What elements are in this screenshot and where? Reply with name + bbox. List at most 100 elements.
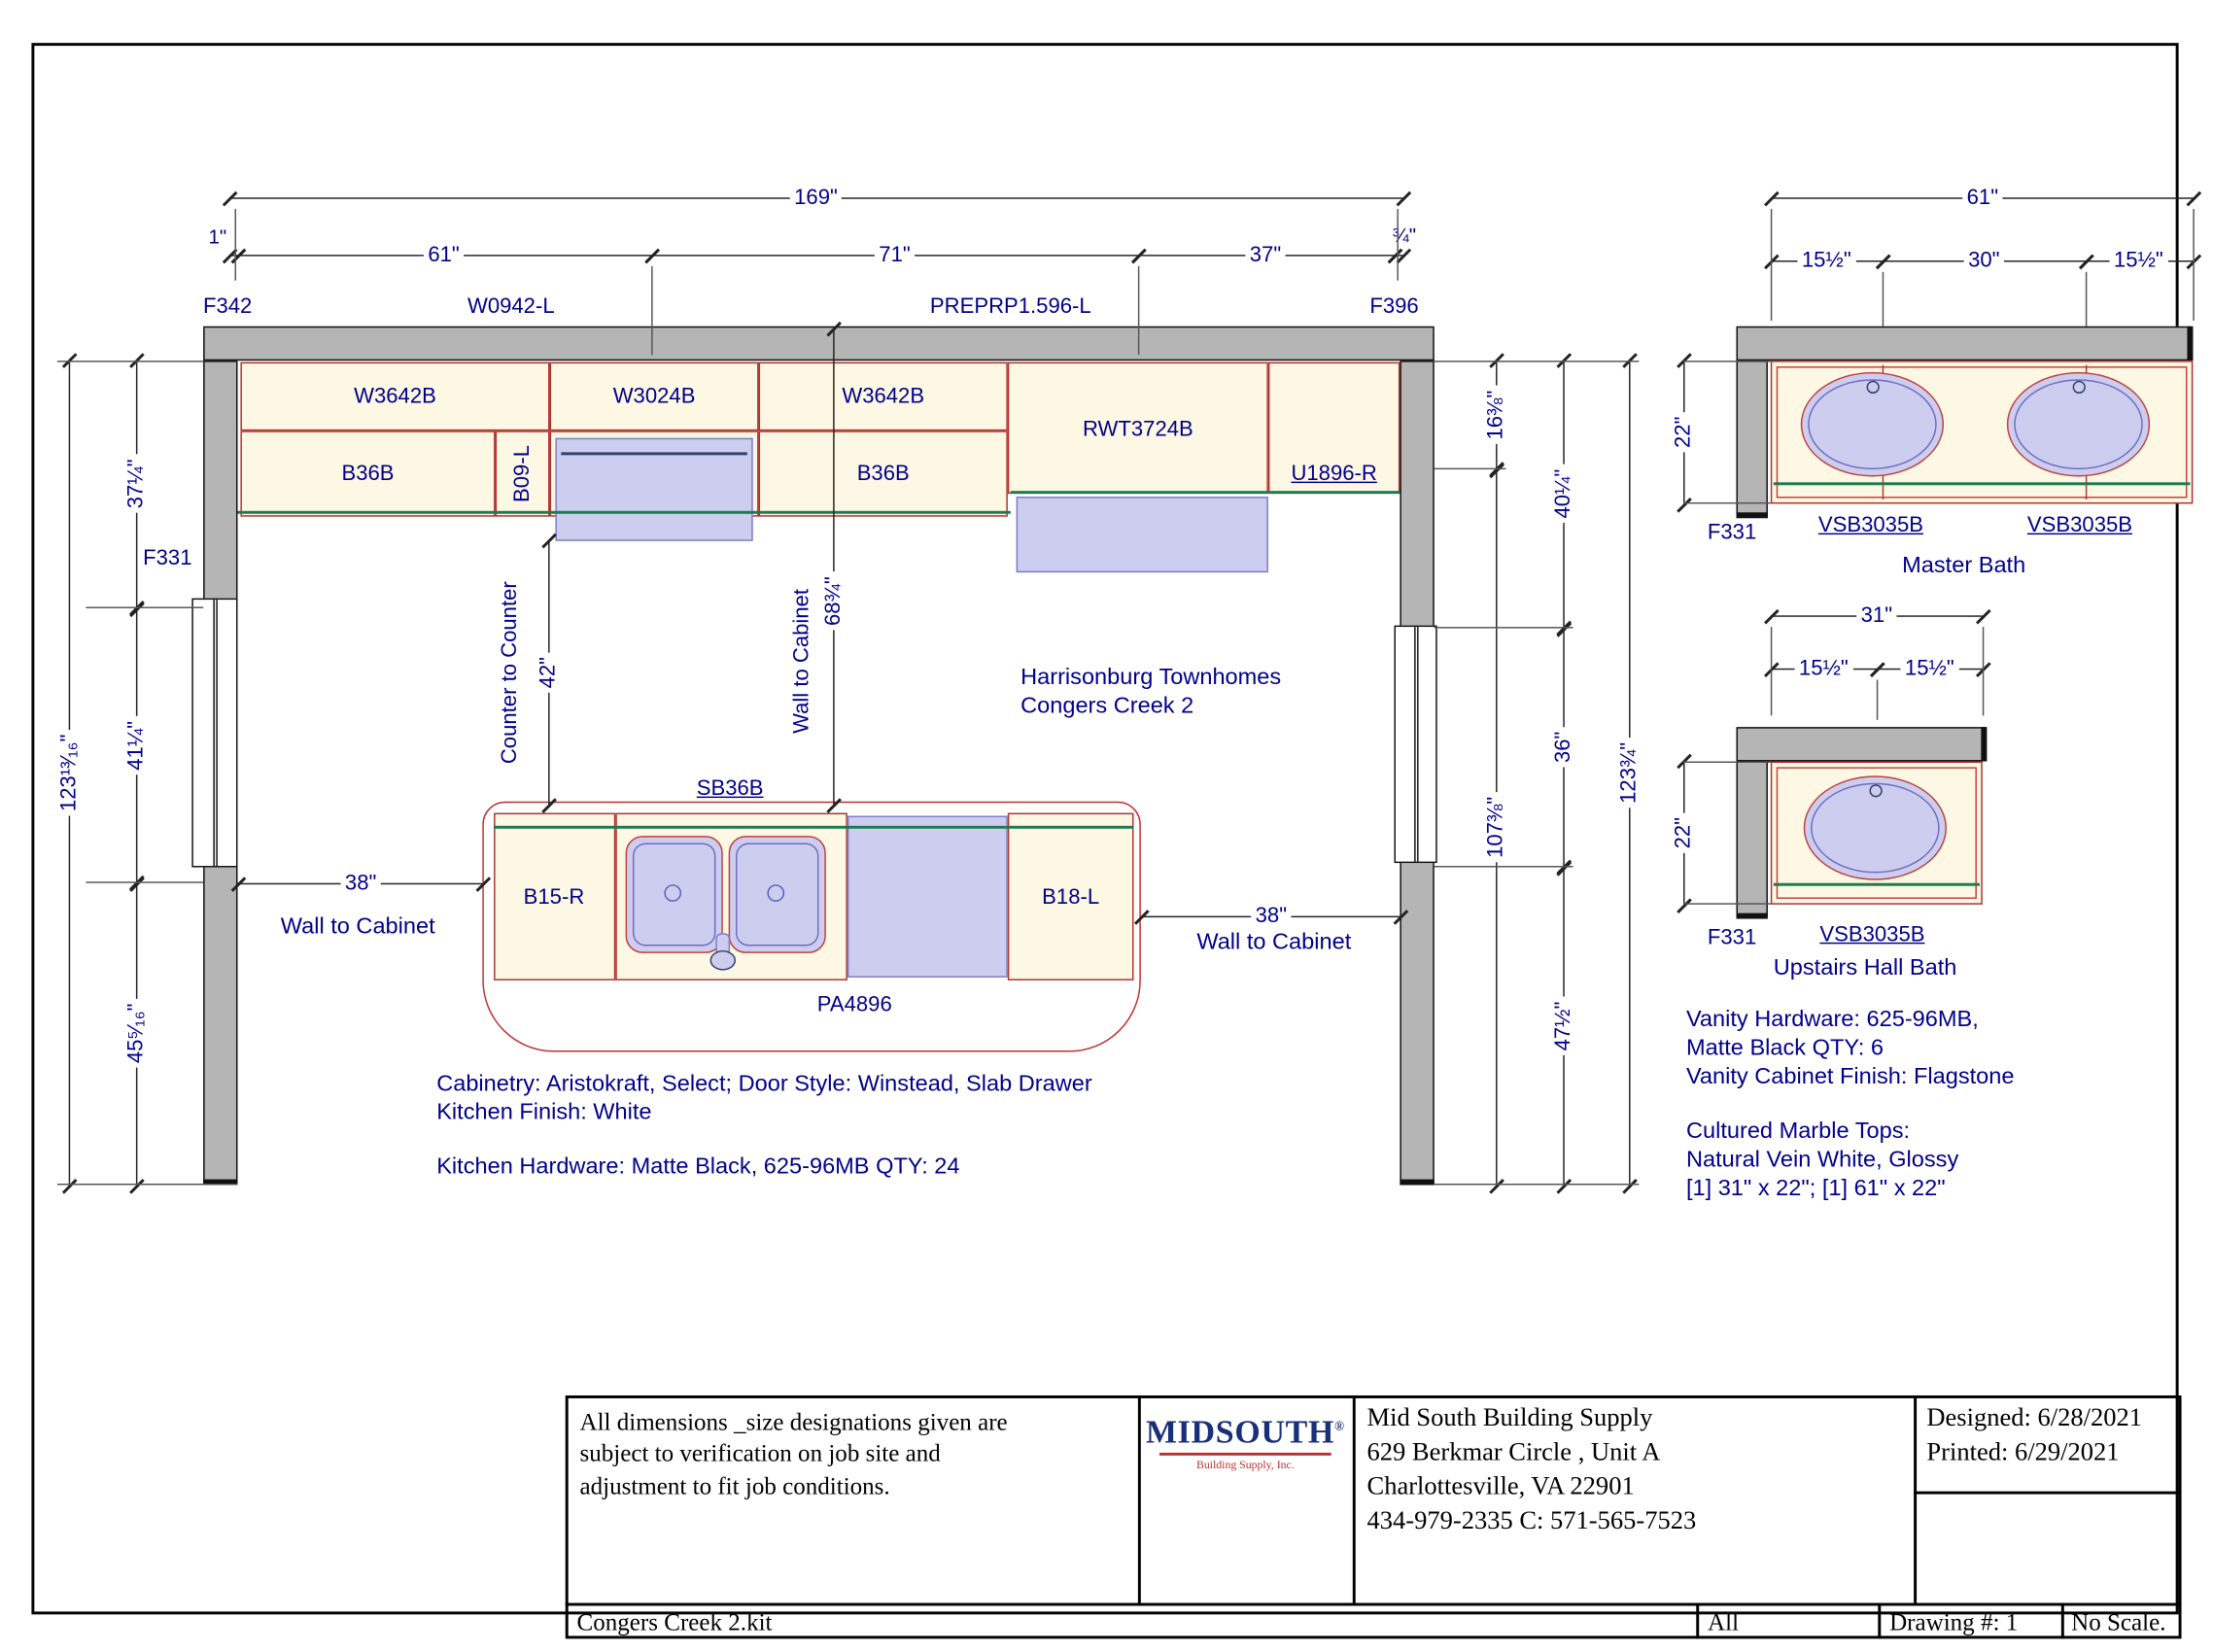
cabinet-u1896r [1267,361,1400,495]
file-name: Congers Creek 2.kit [576,1608,773,1636]
label-b15r: B15-R [523,884,585,910]
wall-cap [2187,326,2194,361]
hall-bath-left-wall [1736,761,1768,916]
dim-hall-right: 15½" [1900,657,1959,679]
extension-line [86,881,204,883]
label-w0942l: W0942-L [467,293,555,319]
title-block-frame [565,1394,2182,1639]
label-f396: F396 [1369,293,1419,319]
wall-cap [203,1179,238,1186]
disclaimer-text: All dimensions _size designations given … [579,1408,1008,1500]
note-vanity-hardware-2: Matte Black QTY: 6 [1685,1036,1884,1061]
label-b18l: B18-L [1042,884,1100,910]
range-appliance [555,437,753,541]
extension-line [1434,866,1573,868]
label-pa4896: PA4896 [816,992,892,1017]
cabinet-b36b-left [240,430,496,517]
label-w3642b-left: W3642B [354,384,436,409]
dim-line-seg-offset-left [228,255,238,257]
extension-line [2193,209,2195,321]
dim-master-left: 15½" [1797,250,1856,272]
counter-edge-line [1010,491,1400,495]
sink-drain-left [664,884,682,902]
dim-seg-a: 61" [423,244,465,265]
note-marble-3: [1] 31" x 22"; [1] 61" x 22" [1685,1176,1946,1201]
extension-line [1683,501,1771,504]
title-block-divider [1137,1394,1141,1603]
master-bath-left-wall [1736,361,1768,519]
company-line1: Mid South Building Supply [1366,1402,1653,1431]
right-opening [1394,625,1437,864]
extension-line [1434,627,1573,629]
label-vsb3035b-hall: VSB3035B [1819,922,1925,947]
extension-line [1876,679,1879,720]
extension-line [1982,627,1985,716]
range-handle-line [561,452,747,455]
note-kitchen-hardware: Kitchen Hardware: Matte Black, 625-96MB … [436,1154,960,1180]
dim-seg-b: 71" [874,244,916,265]
extension-line [234,209,237,281]
cabinet-b18l [1007,812,1134,981]
counter-edge-line [237,510,1011,514]
label-b36b-right: B36B [856,461,910,487]
cabinet-w3642b-left [240,361,550,431]
label-left-aisle: Wall to Cabinet [280,914,435,940]
wall-cap [1736,912,1768,919]
dim-hall-total: 31" [1856,604,1897,627]
dim-master-center: 30" [1963,250,2004,272]
company-line4: 434-979-2335 C: 571-565-7523 [1366,1505,1697,1534]
extension-line [86,606,204,608]
extension-line [1683,903,1771,905]
sheet-name: All [1708,1608,1740,1636]
logo-registered-mark: ® [1334,1419,1345,1433]
faucet-base [709,949,737,971]
scale-note: No Scale. [2071,1608,2166,1636]
wall-cap [1981,727,1988,762]
dim-hall-left: 15½" [1794,657,1853,679]
project-name-line1: Harrisonburg Townhomes [1020,665,1282,690]
extension-line [1397,209,1399,281]
midsouth-logo: MIDSOUTH® Building Supply, Inc. [1145,1414,1345,1471]
extension-line [1434,1184,1640,1186]
window-frame-line [212,600,218,867]
logo-tagline: Building Supply, Inc. [1195,1458,1295,1472]
vanity-inner-line [1776,767,1977,899]
company-line3: Charlottesville, VA 22901 [1366,1471,1635,1500]
label-sb36b: SB36B [696,775,764,802]
sink-inner-line [632,843,716,946]
extension-line [1683,761,1771,764]
dishwasher-appliance [847,815,1008,978]
dim-seg-left-offset: 1" [208,224,227,248]
master-bath-top-wall [1736,326,2194,361]
label-right-aisle: Wall to Cabinet [1196,930,1352,955]
sink-inner-line [2014,379,2143,470]
title-block-divider [1352,1394,1356,1603]
dim-line-wall-to-cabinet [833,328,835,805]
vanity-inner-line [1776,366,2188,499]
label-f331-master: F331 [1707,520,1757,545]
dim-master-right: 15½" [2109,250,2168,272]
label-preprp: PREPRP1.596-L [929,293,1091,319]
label-b36b-left: B36B [341,461,395,487]
cabinet-b09l [495,430,550,517]
hall-bath-title: Upstairs Hall Bath [1773,955,1957,981]
label-rwt3724b: RWT3724B [1082,417,1193,442]
label-u1896r: U1896-R [1291,461,1377,487]
logo-underline [1158,1452,1331,1456]
label-vsb3035b-master-left: VSB3035B [1817,512,1923,538]
note-kitchen-cabinetry: Cabinetry: Aristokraft, Select; Door Sty… [436,1072,1092,1097]
faucet-mark [1866,380,1880,395]
sink-inner-line [736,843,819,946]
dim-right-aisle: 38" [1251,905,1292,927]
dim-master-total: 61" [1962,187,2003,209]
dim-total-width: 169" [789,187,843,209]
vanity-counter-edge-line [1773,882,1980,886]
cabinet-w3642b-right [758,361,1008,431]
faucet-mark [2072,380,2086,395]
drawing-number: Drawing #: 1 [1889,1608,2019,1636]
sink-basin-left [625,836,723,953]
designed-date: Designed: 6/28/2021 [1926,1402,2143,1431]
